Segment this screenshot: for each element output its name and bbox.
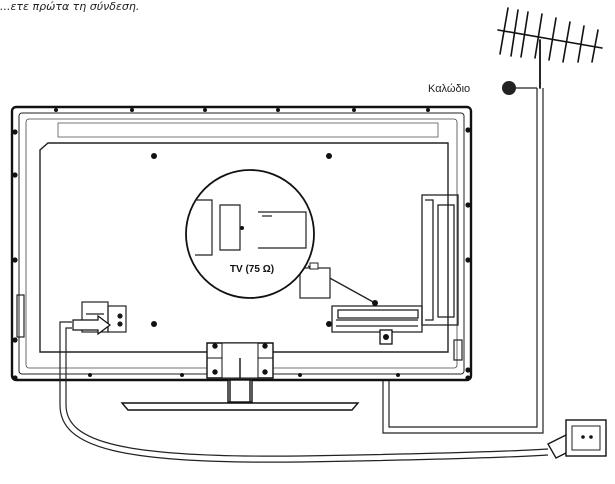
wall-outlet-icon bbox=[565, 419, 607, 457]
cable-label: Καλώδιο bbox=[428, 81, 537, 95]
caption-text: ...ετε πρώτα τη σύνδεση. bbox=[0, 0, 140, 13]
tv-stand-neck bbox=[206, 342, 274, 379]
tv-jack-label: TV (75 Ω) bbox=[230, 264, 274, 275]
antenna-input-connector bbox=[379, 329, 393, 345]
tv-back-panel: TV (75 Ω) bbox=[10, 105, 473, 382]
tv-power-socket bbox=[81, 301, 127, 333]
tv-stand-base bbox=[120, 379, 360, 411]
power-plug-arrow bbox=[72, 314, 111, 336]
antenna-icon bbox=[497, 7, 603, 89]
antenna-cable bbox=[382, 88, 544, 434]
tv-jack-detail: TV (75 Ω) bbox=[185, 169, 315, 299]
cable-label-text: Καλώδιο bbox=[428, 83, 470, 95]
power-cord bbox=[59, 321, 549, 463]
